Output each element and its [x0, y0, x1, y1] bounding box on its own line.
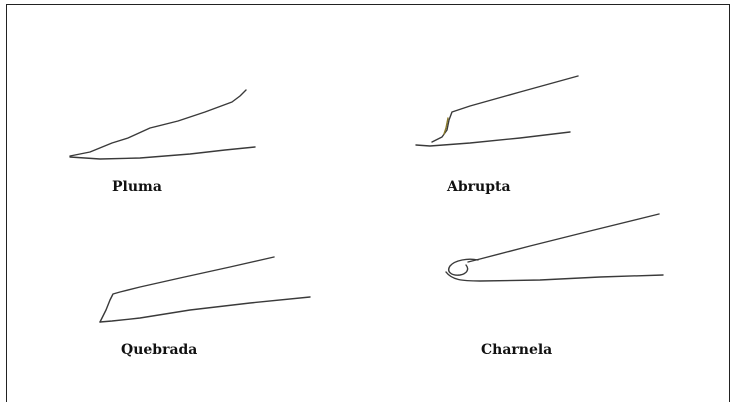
label-quebrada: Quebrada	[121, 342, 197, 358]
label-charnela: Charnela	[481, 342, 552, 358]
charnela-drawing	[446, 214, 663, 281]
abrupta-drawing	[416, 76, 578, 146]
pluma-drawing	[70, 90, 255, 159]
charnela-upper-line	[468, 214, 659, 262]
charnela-hinge-curl	[449, 259, 478, 275]
charnela-lower-line	[446, 272, 663, 281]
quebrada-lower-line	[100, 297, 310, 322]
abrupta-upper-line	[432, 76, 578, 142]
pluma-upper-line	[70, 90, 246, 156]
label-pluma: Pluma	[112, 179, 162, 195]
quebrada-drawing	[100, 257, 310, 322]
label-abrupta: Abrupta	[447, 179, 511, 195]
quebrada-upper-line	[100, 257, 274, 322]
